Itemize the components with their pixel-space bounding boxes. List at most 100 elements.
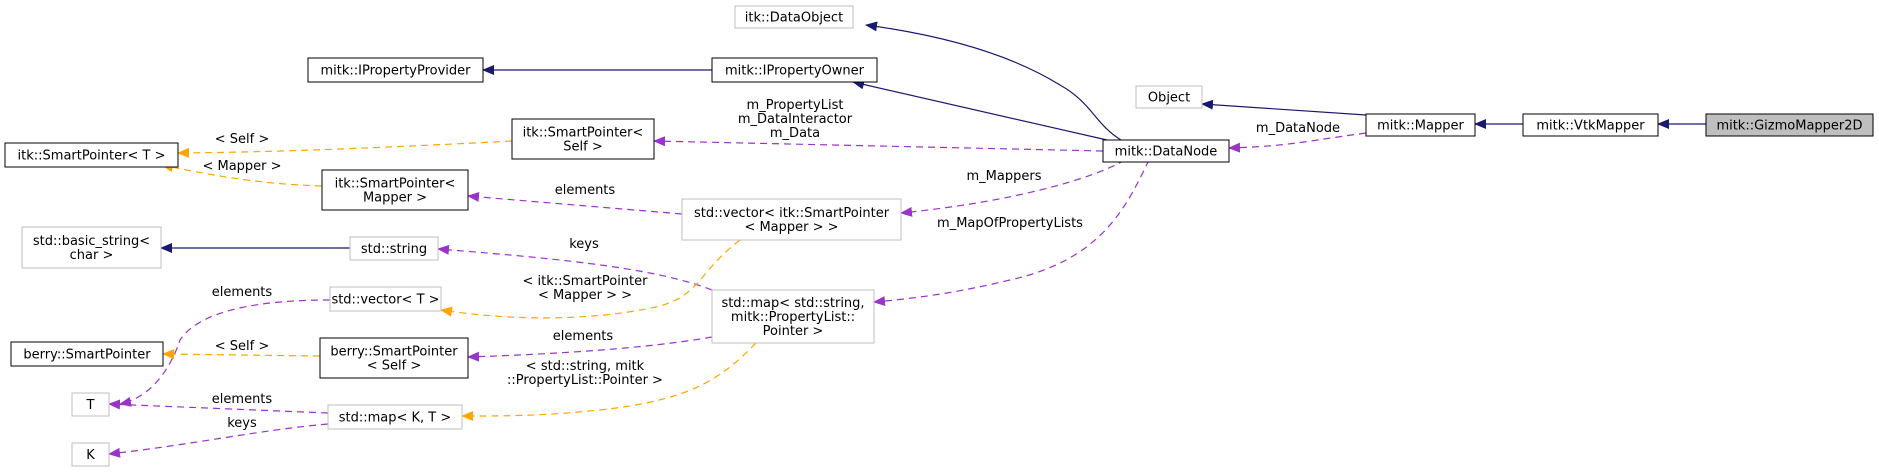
edge-label-std-string-mitk-template-line: < std::string, mitk [526, 359, 645, 374]
edge-label-self-berry-text: < Self > [215, 339, 270, 354]
node-std-vector-t-line: std::vector< T > [331, 293, 439, 308]
node-gizmo-mapper-2d-box[interactable] [1705, 113, 1874, 137]
node-i-property-provider-line: mitk::IPropertyProvider [320, 64, 471, 79]
node-t[interactable]: T [71, 392, 110, 417]
node-t-text: T [86, 398, 95, 413]
node-mapper-line: mitk::Mapper [1377, 119, 1464, 134]
node-berry-smart-pointer[interactable]: berry::SmartPointer [10, 341, 164, 367]
edge-data-node-to-map-string-property-list [873, 159, 1150, 307]
node-itk-smart-pointer-mapper-box[interactable] [321, 169, 469, 211]
node-std-string[interactable]: std::string [349, 236, 439, 261]
edge-label-m-mappers-text: m_Mappers [967, 169, 1042, 184]
node-basic-string-char-line: std::basic_string< [33, 234, 150, 249]
edge-vector-itk-smart-pointer-to-itk-smart-pointer-mapper [467, 191, 683, 215]
node-itk-data-object[interactable]: itk::DataObject [734, 5, 854, 29]
node-std-map-k-t[interactable]: std::map< K, T > [327, 404, 463, 430]
node-gizmo-mapper-2d-text: mitk::GizmoMapper2D [1716, 119, 1862, 134]
edge-label-property-list-members-line: m_DataInteractor [738, 112, 853, 127]
node-berry-smart-pointer-box[interactable] [10, 341, 164, 367]
edge-label-elements-vector-t-line: elements [212, 285, 273, 300]
edge-map-k-t-to-k [108, 423, 329, 458]
edge-label-m-mappers-line: m_Mappers [967, 169, 1042, 184]
edge-berry-smart-pointer-self-to-berry-smart-pointer [162, 349, 321, 360]
node-itk-data-object-line: itk::DataObject [745, 11, 843, 26]
node-std-string-box[interactable] [349, 236, 439, 261]
edge-label-itk-smart-pointer-mapper-template-line: < itk::SmartPointer [523, 274, 649, 289]
edge-label-elements-vector-t-text: elements [212, 285, 273, 300]
node-gizmo-mapper-2d[interactable]: mitk::GizmoMapper2D [1705, 113, 1874, 137]
edge-data-node-to-i-property-owner [852, 79, 1108, 141]
edge-map-k-t-to-t [108, 399, 329, 414]
node-map-string-property-list-box[interactable] [711, 289, 875, 344]
edge-map-string-property-list-to-std-map-k-t [461, 342, 757, 421]
node-data-node[interactable]: mitk::DataNode [1102, 139, 1230, 163]
edge-label-std-string-mitk-template-text: < std::string, mitk::PropertyList::Point… [507, 359, 663, 388]
node-vtk-mapper-box[interactable] [1522, 113, 1659, 137]
node-i-property-owner[interactable]: mitk::IPropertyOwner [711, 57, 878, 83]
node-itk-data-object-box[interactable] [734, 5, 854, 29]
node-std-vector-t-box[interactable] [329, 286, 442, 312]
node-i-property-owner-box[interactable] [711, 57, 878, 83]
node-i-property-provider-text: mitk::IPropertyProvider [320, 64, 471, 79]
node-vtk-mapper-text: mitk::VtkMapper [1536, 119, 1645, 134]
node-data-node-box[interactable] [1102, 139, 1230, 163]
node-itk-smart-pointer-self-text: itk::SmartPointer<Self > [523, 126, 644, 155]
node-itk-smart-pointer-mapper-text: itk::SmartPointer<Mapper > [335, 177, 456, 206]
node-berry-smart-pointer-self[interactable]: berry::SmartPointer< Self > [319, 337, 469, 379]
edge-label-std-string-mitk-template-line: ::PropertyList::Pointer > [507, 373, 663, 388]
node-itk-smart-pointer-self-line: itk::SmartPointer< [523, 126, 644, 141]
node-basic-string-char-box[interactable] [21, 226, 162, 269]
node-vector-itk-smart-pointer-mapper-box[interactable] [681, 198, 902, 241]
node-map-string-property-list-line: Pointer > [763, 324, 824, 339]
node-itk-smart-pointer-self-box[interactable] [511, 118, 655, 160]
node-k-box[interactable] [71, 442, 110, 467]
node-map-string-property-list-line: std::map< std::string, [721, 296, 864, 311]
node-map-string-property-list-line: mitk::PropertyList:: [731, 310, 855, 325]
node-object-line: Object [1148, 91, 1190, 106]
node-vector-itk-smart-pointer-mapper-line: std::vector< itk::SmartPointer [694, 206, 890, 221]
node-berry-smart-pointer-self-text: berry::SmartPointer< Self > [330, 345, 458, 374]
node-object-box[interactable] [1135, 85, 1203, 109]
edge-data-node-to-itk-data-object [865, 21, 1122, 141]
node-berry-smart-pointer-self-box[interactable] [319, 337, 469, 379]
node-i-property-provider-box[interactable] [307, 57, 484, 83]
node-std-map-k-t-box[interactable] [327, 404, 463, 430]
node-itk-smart-pointer-mapper[interactable]: itk::SmartPointer<Mapper > [321, 169, 469, 211]
node-k-line: K [86, 448, 95, 463]
node-basic-string-char[interactable]: std::basic_string<char > [21, 226, 162, 269]
edge-label-keys-k-text: keys [227, 416, 257, 431]
edge-label-elements-berry-text: elements [553, 329, 614, 344]
node-t-box[interactable] [71, 392, 110, 417]
node-mapper[interactable]: mitk::Mapper [1365, 113, 1476, 137]
node-itk-smart-pointer-t-line: itk::SmartPointer< T > [18, 149, 166, 164]
node-mapper-box[interactable] [1365, 113, 1476, 137]
node-std-vector-t[interactable]: std::vector< T > [329, 286, 442, 312]
node-itk-smart-pointer-t-box[interactable] [4, 142, 179, 168]
node-std-vector-t-text: std::vector< T > [331, 293, 439, 308]
edge-label-elements-itk-vector-line: elements [555, 183, 616, 198]
node-k[interactable]: K [71, 442, 110, 467]
node-object[interactable]: Object [1135, 85, 1203, 109]
node-i-property-provider[interactable]: mitk::IPropertyProvider [307, 57, 484, 83]
node-mapper-text: mitk::Mapper [1377, 119, 1464, 134]
node-std-map-k-t-line: std::map< K, T > [339, 411, 452, 426]
node-vtk-mapper-line: mitk::VtkMapper [1536, 119, 1645, 134]
node-itk-data-object-text: itk::DataObject [745, 11, 843, 26]
node-itk-smart-pointer-self[interactable]: itk::SmartPointer<Self > [511, 118, 655, 160]
edge-label-mapper-itk-line: < Mapper > [202, 159, 281, 174]
node-itk-smart-pointer-t-text: itk::SmartPointer< T > [18, 149, 166, 164]
node-itk-smart-pointer-self-line: Self > [563, 140, 602, 155]
node-vtk-mapper[interactable]: mitk::VtkMapper [1522, 113, 1659, 137]
node-data-node-text: mitk::DataNode [1115, 145, 1218, 160]
node-vector-itk-smart-pointer-mapper-line: < Mapper > > [744, 220, 838, 235]
node-vector-itk-smart-pointer-mapper[interactable]: std::vector< itk::SmartPointer< Mapper >… [681, 198, 902, 241]
edge-label-m-data-node-line: m_DataNode [1256, 121, 1340, 136]
node-map-string-property-list[interactable]: std::map< std::string,mitk::PropertyList… [711, 289, 875, 344]
edge-label-elements-berry-line: elements [553, 329, 614, 344]
node-itk-smart-pointer-t[interactable]: itk::SmartPointer< T > [4, 142, 179, 168]
edge-label-itk-smart-pointer-mapper-template-line: < Mapper > > [538, 288, 632, 303]
edge-mapper-to-object [1201, 99, 1367, 116]
node-berry-smart-pointer-text: berry::SmartPointer [23, 348, 151, 363]
edge-label-keys-string-line: keys [569, 237, 599, 252]
